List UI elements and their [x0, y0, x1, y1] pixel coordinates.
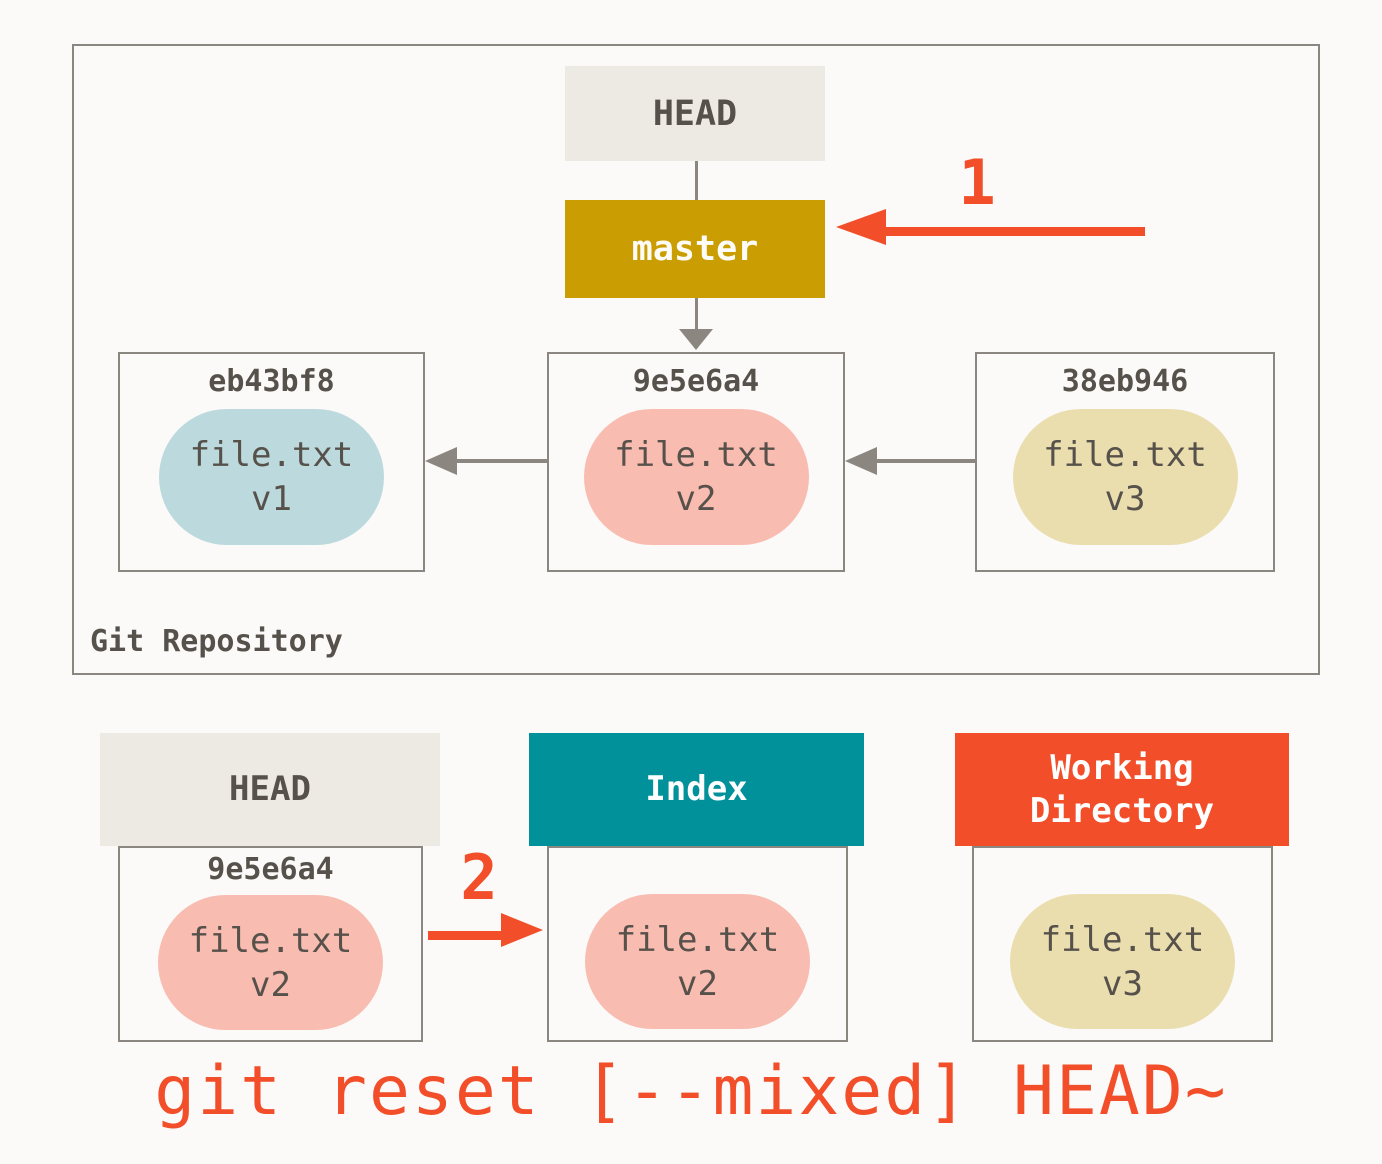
head-area-label: HEAD	[229, 769, 311, 809]
command-caption: git reset [--mixed] HEAD~	[154, 1052, 1228, 1131]
step-2-label: 2	[460, 841, 498, 914]
working-directory-snapshot-box: file.txt v3	[972, 846, 1273, 1042]
master-branch-tag: master	[565, 200, 825, 298]
file-name: file.txt	[614, 435, 778, 475]
file-version: v2	[675, 479, 717, 519]
index-file-blob: file.txt v2	[585, 894, 810, 1029]
index-snapshot-box: file.txt v2	[547, 846, 848, 1042]
step-1-label: 1	[958, 146, 996, 219]
step-1-arrowhead-icon	[836, 209, 886, 245]
head-to-master-line	[695, 161, 698, 200]
left-arrowhead-icon	[425, 447, 457, 475]
working-directory-header: Working Directory	[955, 733, 1289, 846]
head-ref-tag: HEAD	[565, 66, 825, 161]
step-2-arrow-line	[428, 931, 506, 940]
working-directory-label: Working Directory	[1029, 747, 1215, 831]
file-blob-v3: file.txt v3	[1012, 409, 1238, 545]
file-blob-v2: file.txt v2	[583, 409, 809, 545]
head-snapshot-box: 9e5e6a4 file.txt v2	[118, 846, 423, 1042]
file-name: file.txt	[1043, 435, 1207, 475]
index-area-header: Index	[529, 733, 864, 846]
file-version: v3	[1104, 479, 1146, 519]
head-commit-hash: 9e5e6a4	[207, 852, 334, 887]
file-name: file.txt	[615, 919, 780, 960]
file-blob-v1: file.txt v1	[159, 409, 384, 545]
commit-box-v2: 9e5e6a4 file.txt v2	[547, 352, 845, 572]
commit2-to-commit1-line	[455, 459, 547, 463]
master-to-commit-line	[695, 298, 698, 331]
head-area-header: HEAD	[100, 733, 440, 846]
index-area-label: Index	[645, 769, 748, 809]
commit3-to-commit2-line	[875, 459, 975, 463]
commit-hash: eb43bf8	[208, 364, 335, 399]
file-name: file.txt	[1040, 919, 1205, 960]
commit-hash: 38eb946	[1061, 364, 1189, 399]
file-version: v1	[251, 479, 292, 519]
git-repository-label: Git Repository	[90, 624, 343, 659]
working-directory-file-blob: file.txt v3	[1010, 894, 1235, 1029]
file-version: v3	[1102, 963, 1143, 1004]
commit-hash: 9e5e6a4	[632, 364, 760, 399]
step-2-arrowhead-icon	[501, 913, 543, 947]
file-version: v2	[250, 964, 291, 1005]
commit-box-v3: 38eb946 file.txt v3	[975, 352, 1275, 572]
file-version: v2	[677, 963, 718, 1004]
left-arrowhead-icon	[845, 447, 877, 475]
head-ref-label: HEAD	[652, 93, 738, 134]
git-repository-box	[72, 44, 1320, 675]
master-branch-label: master	[631, 229, 759, 269]
step-1-arrow-line	[878, 227, 1145, 236]
head-file-blob: file.txt v2	[158, 895, 383, 1030]
file-name: file.txt	[188, 920, 353, 961]
down-arrowhead-icon	[679, 329, 713, 350]
file-name: file.txt	[189, 435, 354, 475]
commit-box-v1: eb43bf8 file.txt v1	[118, 352, 425, 572]
